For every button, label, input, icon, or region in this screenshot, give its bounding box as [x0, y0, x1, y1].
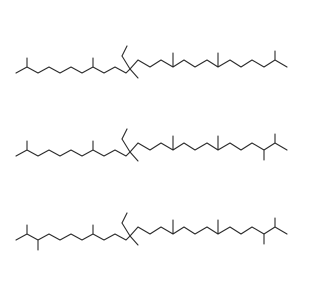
main-chain	[15, 59, 288, 74]
ethyl-branch	[121, 222, 131, 237]
structure-canvas	[15, 45, 288, 251]
ethyl-branch	[121, 128, 128, 140]
methyl-branch	[129, 68, 139, 79]
ethyl-branch	[121, 212, 128, 224]
molecule-2	[15, 128, 288, 162]
main-chain	[15, 226, 288, 241]
methyl-branch	[129, 235, 139, 246]
molecule-3	[15, 212, 288, 251]
ethyl-branch	[121, 45, 128, 57]
skeletal-formula-drawing	[15, 45, 288, 251]
methyl-branch	[129, 151, 139, 162]
ethyl-branch	[121, 138, 131, 153]
ethyl-branch	[121, 55, 131, 70]
molecule-1	[15, 45, 288, 79]
main-chain	[15, 142, 288, 157]
